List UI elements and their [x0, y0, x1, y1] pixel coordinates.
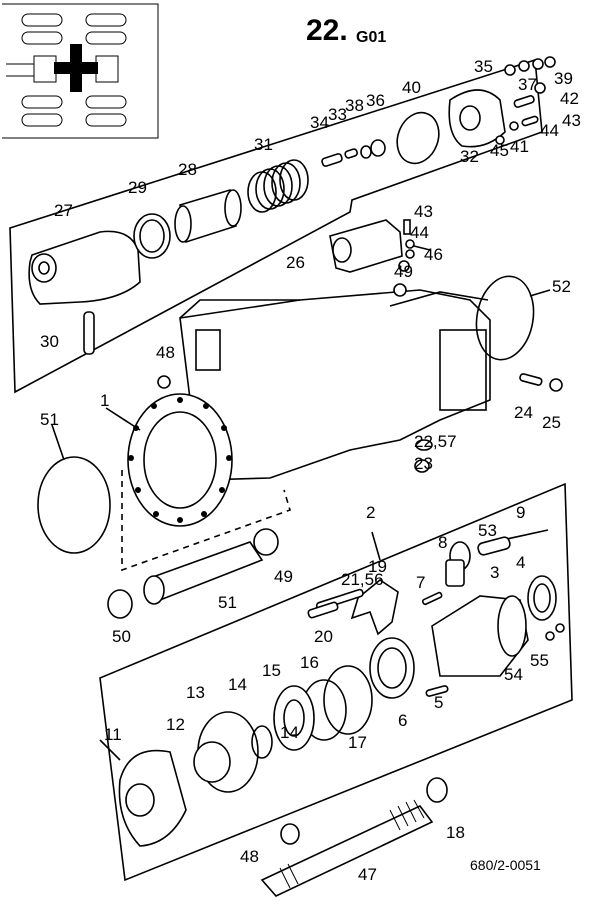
callout-label: 11 [104, 725, 122, 744]
callout-label: 3 [490, 563, 499, 582]
callout-label: 54 [504, 665, 523, 684]
hub-carrier-part [118, 749, 187, 847]
drawing-reference: 680/2-0051 [470, 857, 541, 873]
page-code: 22. [306, 14, 348, 47]
callout-label: 8 [438, 533, 447, 552]
callout-label: 5 [434, 693, 443, 712]
callout-label: 47 [358, 865, 377, 884]
page-code-suffix: G01 [356, 29, 386, 46]
callout-label: 38 [345, 96, 364, 115]
callout-label: 53 [478, 521, 497, 540]
callout-label: 23 [414, 454, 433, 473]
callout-label: 49 [394, 262, 413, 281]
callout-label: 40 [402, 78, 421, 97]
callout-label: 46 [424, 245, 443, 264]
callout-label: 7 [416, 573, 425, 592]
callout-label: 34 [310, 113, 329, 132]
callout-label: 14 [228, 675, 247, 694]
callout-label: 45 [490, 141, 509, 160]
circlip-part [426, 777, 448, 803]
callout-label: 33 [328, 105, 347, 124]
callout-label: 18 [446, 823, 465, 842]
callout-label: 6 [398, 711, 407, 730]
callout-label: 19 [368, 557, 387, 576]
circlip-part [280, 823, 300, 845]
callout-label: 44 [410, 223, 429, 242]
callout-label: 15 [262, 661, 281, 680]
callout-label: 43 [414, 202, 433, 221]
vehicle-locator-thumbnail [2, 3, 159, 139]
callout-label: 13 [186, 683, 205, 702]
callout-label: 30 [40, 332, 59, 351]
snap-ring-part [323, 665, 373, 735]
callout-label: 26 [286, 253, 305, 272]
bearing-part [273, 685, 315, 751]
ring-part [253, 528, 279, 556]
ring-gear-part [369, 637, 415, 699]
callout-label: 9 [516, 503, 525, 522]
callout-label: 16 [300, 653, 319, 672]
callout-label: 48 [240, 847, 259, 866]
callout-label: 14 [280, 723, 299, 742]
callout-label: 41 [510, 137, 529, 156]
axle-shaft-part [260, 804, 434, 897]
callout-label: 25 [542, 413, 561, 432]
callout-label: 48 [156, 343, 175, 362]
callout-label: 21,56 [341, 570, 384, 589]
callout-label: 32 [460, 147, 479, 166]
callout-label: 4 [516, 553, 525, 572]
callout-label: 37 [518, 75, 537, 94]
o-ring-part [396, 111, 440, 165]
callout-label: 39 [554, 69, 573, 88]
callout-label: 35 [474, 57, 493, 76]
large-o-ring-part [475, 275, 535, 361]
callout-label: 29 [128, 178, 147, 197]
large-o-ring-part [37, 456, 111, 554]
callout-label: 20 [314, 627, 333, 646]
tube-part [148, 541, 264, 602]
callout-label: 31 [254, 135, 273, 154]
callout-label: 44 [540, 121, 559, 140]
callout-label: 22,57 [414, 432, 457, 451]
group-2-leader [371, 531, 381, 561]
ring-part [107, 589, 133, 619]
gear-part [527, 575, 557, 621]
spring-part [247, 159, 309, 213]
callout-label: 2 [366, 503, 375, 522]
group-outline-lower [99, 482, 573, 882]
callout-label: 51 [218, 593, 237, 612]
callout-label: 27 [54, 201, 73, 220]
housing-part [28, 230, 141, 305]
callout-label: 51 [40, 410, 59, 429]
callout-label: 12 [166, 715, 185, 734]
pin-part [83, 311, 95, 355]
callout-label: 52 [552, 277, 571, 296]
callout-leaders [51, 245, 551, 761]
callout-label: 1 [100, 391, 109, 410]
callout-label: 55 [530, 651, 549, 670]
callout-label: 28 [178, 160, 197, 179]
callout-label: 49 [274, 567, 293, 586]
callout-label: 24 [514, 403, 533, 422]
callout-label: 42 [560, 89, 579, 108]
callout-label: 17 [348, 733, 367, 752]
callout-label: 50 [112, 627, 131, 646]
callout-label: 36 [366, 91, 385, 110]
callout-label: 43 [562, 111, 581, 130]
